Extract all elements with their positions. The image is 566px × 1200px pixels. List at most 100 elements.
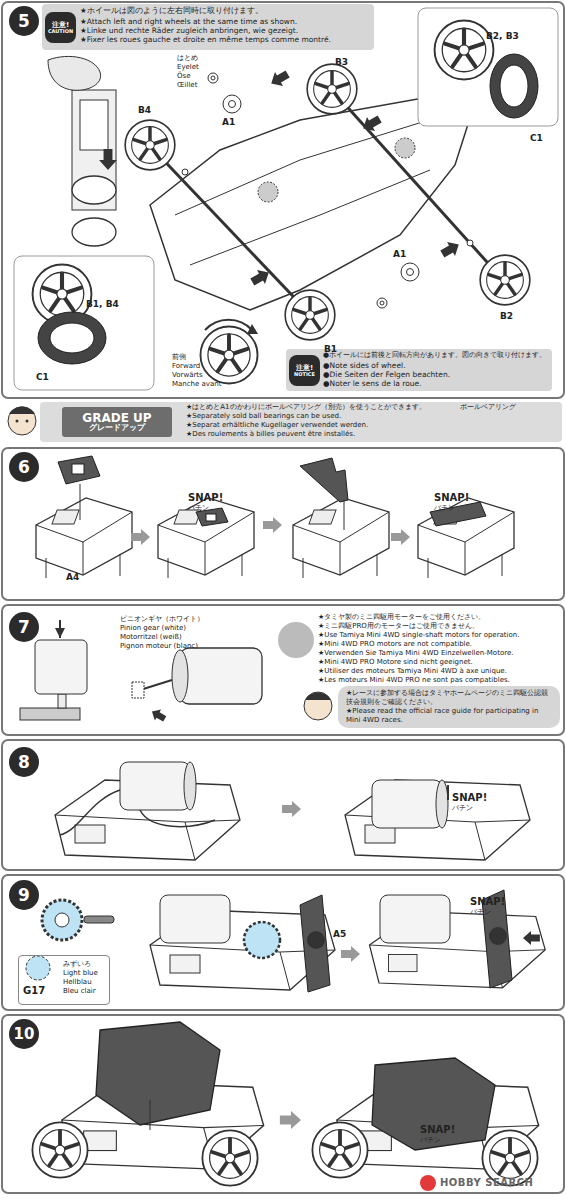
node-text: GRADE UP: [82, 412, 151, 424]
chassis-gear: [244, 922, 280, 958]
eyelet: [208, 73, 218, 83]
note-text: ★タミヤ製のミニ四駆用モーターをご使用ください。: [318, 614, 485, 621]
step-arrow: [391, 529, 410, 545]
direction-wheel: [205, 320, 252, 330]
node-text: Hellblau: [63, 979, 92, 986]
node-text: ★Attach left and right wheels at the sam…: [80, 18, 297, 26]
switch-part: [206, 514, 216, 521]
step-number: 10: [9, 1019, 39, 1049]
push-arrow: [359, 112, 383, 135]
switch-part: [80, 484, 81, 520]
part-label: C1: [36, 373, 49, 382]
tire-inset: [418, 8, 558, 126]
node-text: ★レースに参加する場合はタミヤホームページのミニ四駆公認競技会規則をご確認くださ…: [346, 689, 552, 707]
part-label: はとめ: [177, 55, 198, 62]
push-arrow: [267, 67, 291, 90]
wheel: [285, 290, 335, 340]
hand-inset: [72, 90, 116, 210]
caution-note: ★ホイールは図のように左右同時に取り付けます。★Attach left and …: [42, 4, 374, 50]
step-panel: [2, 2, 564, 398]
node-text: NOTICE: [294, 372, 315, 377]
chassis-gear: [341, 946, 360, 962]
eyelet: [223, 95, 241, 113]
car-assembly: [372, 1058, 495, 1150]
step-number: 5: [9, 6, 39, 36]
motor: [20, 620, 262, 724]
step-number-text: 5: [18, 13, 30, 30]
node-text: ●Note sides of wheel.: [323, 362, 406, 370]
switch-part: [58, 456, 486, 530]
motor: [180, 648, 262, 704]
tire-inset: [490, 54, 538, 118]
step-panel: [2, 448, 564, 600]
chassis: [152, 148, 308, 312]
tire-inset: [38, 312, 106, 364]
step-panel: [2, 740, 564, 870]
step-arrow: [131, 529, 150, 545]
watermark-logo: [420, 1175, 436, 1191]
watermark-logo: [420, 1175, 436, 1191]
node-text: ★Separat erhältliche Kugellager verwende…: [186, 422, 368, 429]
chassis-motor: [60, 790, 215, 835]
chassis-motor: [120, 762, 190, 810]
chassis-part: [293, 498, 389, 578]
node-text: Bleu clair: [63, 988, 96, 995]
note-icon: [304, 692, 332, 720]
part-label: B4: [138, 106, 151, 115]
snap-label: SNAP!: [420, 1125, 455, 1135]
gear: [84, 916, 114, 923]
part-label: Œillet: [177, 82, 197, 89]
push-arrow: [438, 238, 462, 261]
character-icon: [8, 407, 36, 436]
chassis-motor: [345, 780, 530, 860]
direction-label: Manche avant: [172, 381, 222, 388]
motor: [140, 680, 172, 690]
motor: [55, 628, 65, 638]
motor: [20, 708, 80, 720]
direction-wheel: [247, 324, 258, 334]
chassis-gear: [307, 931, 325, 949]
wheel: [125, 120, 175, 170]
motor: [172, 650, 188, 702]
node-text: CAUTION: [48, 29, 73, 34]
car-assembly: [280, 1111, 301, 1129]
gear: [26, 900, 114, 980]
eyelet: [182, 169, 188, 175]
eyelet: [380, 301, 384, 305]
gear: [42, 900, 82, 940]
car-assembly: [32, 1022, 538, 1186]
part-label: A1: [393, 250, 406, 259]
direction-wheel: [200, 326, 257, 383]
direction-label: Vorwärts: [172, 372, 203, 379]
node-text: ●ホイールには前後と回転方向があります。図の向きで取り付けます。: [323, 352, 546, 359]
step-arrow: [263, 517, 282, 533]
snap-label: パチン: [420, 1137, 441, 1144]
chassis: [190, 170, 430, 265]
grade-up-header: GRADE UPグレードアップ: [62, 407, 172, 437]
hand-inset: [48, 56, 101, 90]
hand-inset: [99, 149, 117, 170]
car-assembly: [150, 1100, 151, 1130]
caution-badge: 注意!CAUTION: [45, 12, 76, 43]
node-text: グレードアップ: [89, 424, 145, 432]
snap-label: SNAP!: [470, 897, 505, 907]
snap-label: パチン: [470, 909, 491, 916]
snap-label: パチン: [434, 505, 455, 512]
chassis-part: [36, 498, 132, 578]
part-label: C1: [530, 134, 543, 143]
switch-part: [430, 502, 486, 526]
snap-label: パチン: [188, 505, 209, 512]
chassis: [175, 115, 445, 215]
color-code-box: G17みずいろLight blueHellblauBleu clair: [18, 955, 110, 1005]
car-assembly: [312, 1122, 367, 1177]
chassis-gear: [523, 931, 540, 945]
grade-up-band: ★はとめとA1のかわりにボールベアリング（別売）を使うことができます。★Sepa…: [40, 402, 562, 442]
notice-badge: 注意!NOTICE: [289, 355, 320, 386]
direction-label: 前側: [172, 354, 186, 361]
car-assembly: [202, 1130, 257, 1185]
chassis-gear: [150, 890, 545, 992]
note-text: ★ミニ四駆PRO用のモーターはご使用できません。: [318, 623, 479, 630]
node-text: ボールベアリング: [460, 404, 516, 411]
hand-inset: [72, 218, 116, 246]
